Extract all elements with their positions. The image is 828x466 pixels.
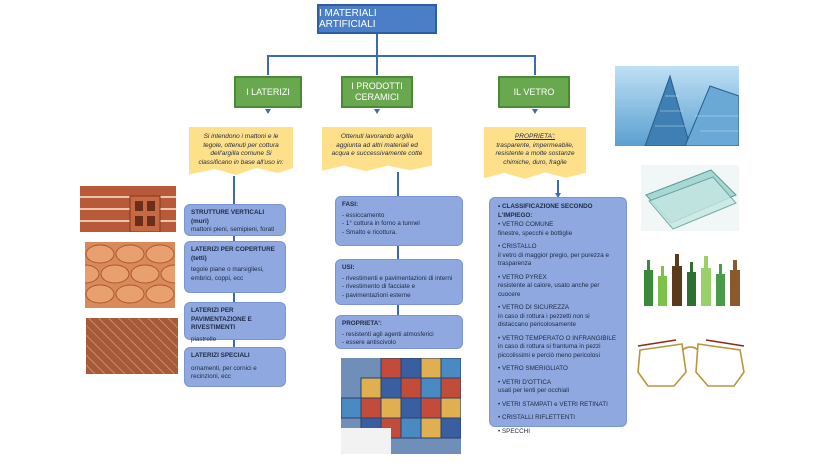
ceramici-connector	[376, 55, 378, 75]
vetro-classification-box: • CLASSIFICAZIONE SECONDO L'IMPIEGO: • V…	[489, 197, 627, 435]
ceramic-tiles-image	[341, 358, 461, 454]
brick-wall-image	[80, 186, 176, 232]
laterizi-box-body: mattoni pieni, semipieni, forati	[191, 226, 275, 233]
ceramici-box-line: - Smalto e ricottura.	[342, 228, 397, 236]
ceramici-box-title: PROPRIETA':	[342, 320, 382, 327]
vetro-item-title: • VETRO SMERIGLIATO	[498, 365, 568, 372]
ceramici-box-title: USI:	[342, 264, 355, 271]
note-vetro-title: PROPRIETA':	[514, 133, 556, 140]
category-connector-bar	[267, 55, 535, 57]
ceramici-box-line: - rivestimento di facciate e	[342, 283, 416, 290]
glass-bottles-image	[636, 248, 748, 306]
vetro-item-title: • VETRI STAMPATI e VETRI RETINATI	[498, 400, 608, 408]
laterizi-box-coperture: LATERIZI PER COPERTURE (tetti) tegole pi…	[184, 241, 286, 293]
note-ceramici-text: Ottenuti lavorando argilla aggiunta ad a…	[331, 133, 423, 157]
laterizi-connector	[267, 55, 269, 75]
laterizi-box-title: LATERIZI SPECIALI	[191, 352, 250, 359]
ceramici-box-line: - 1° cottura in forno a tunnel	[342, 220, 420, 227]
vetro-header: • CLASSIFICAZIONE SECONDO L'IMPIEGO:	[498, 203, 593, 219]
laterizi-box-title: LATERIZI PER PAVIMENTAZIONE E RIVESTIMEN…	[191, 307, 252, 331]
laterizi-box-body: piastrelle	[191, 335, 217, 343]
title-connector	[376, 34, 378, 56]
vetro-item-title: • VETRI D'OTTICA	[498, 378, 552, 386]
note-vetro-text: trasparente, impermeabile, resistente a …	[495, 141, 575, 166]
category-laterizi: I LATERIZI	[234, 76, 302, 108]
note-laterizi: Si intendono i mattoni e le tegole, otte…	[189, 127, 293, 175]
diagram-title: I MATERIALI ARTIFICIALI	[317, 4, 437, 34]
ceramici-box-line: - pavimentazioni esterne	[342, 291, 411, 299]
vetro-item: • SPECCHI	[498, 428, 618, 437]
laterizi-box-title: STRUTTURE VERTICALI (muri)	[191, 209, 265, 225]
laterizi-box-pavimentazione: LATERIZI PER PAVIMENTAZIONE E RIVESTIMEN…	[184, 302, 286, 343]
vetro-item-body: in caso di rottura i pezzetti non si dis…	[498, 312, 590, 329]
vetro-item-body: in caso di rottura si frantuma in pezzi …	[498, 343, 601, 359]
vetro-item-body: il vetro di maggior pregio, per purezza …	[498, 251, 609, 268]
ceramici-box-usi: USI: - rivestimenti e pavimentazioni di …	[335, 259, 463, 305]
arrow-laterizi	[265, 109, 271, 114]
roof-tiles-image	[85, 242, 175, 308]
vetro-item-title: • CRISTALLO	[498, 243, 537, 250]
vetro-item-body: finestre, specchi e bottiglie	[498, 229, 573, 237]
laterizi-box-strutture: STRUTTURE VERTICALI (muri) mattoni pieni…	[184, 204, 286, 236]
ceramici-box-line: - essere antiscivolo	[342, 339, 396, 346]
vetro-item-body: usati per lenti per occhiali	[498, 387, 570, 394]
brick-floor-image	[86, 318, 178, 374]
vetro-item: • VETRI STAMPATI e VETRI RETINATI	[498, 401, 618, 410]
laterizi-box-body: tegole piane o marsigliesi, embrici, cop…	[191, 266, 264, 282]
note-ceramici: Ottenuti lavorando argilla aggiunta ad a…	[322, 127, 432, 172]
vetro-item-title: • VETRO DI SICUREZZA	[498, 304, 570, 311]
vetro-item-title: • VETRO PYREX	[498, 273, 547, 281]
category-vetro: IL VETRO	[498, 76, 570, 108]
note-laterizi-text: Si intendono i mattoni e le tegole, otte…	[198, 133, 284, 166]
vetro-item-title: • SPECCHI	[498, 427, 530, 435]
vetro-item-title: • VETRO COMUNE	[498, 221, 554, 228]
ceramici-box-line: - resistenti agli agenti atmosferici	[342, 330, 434, 338]
vetro-connector	[534, 55, 536, 75]
vetro-item: • CRISTALLI RIFLETTENTI	[498, 414, 618, 423]
laterizi-box-title: LATERIZI PER COPERTURE (tetti)	[191, 246, 275, 262]
arrow-vetro	[532, 109, 538, 114]
ceramici-box-line: - essiccamento	[342, 211, 385, 219]
ceramici-box-title: FASI:	[342, 201, 359, 208]
ceramici-box-line: - rivestimenti e pavimentazioni di inter…	[342, 274, 453, 282]
ceramici-box-proprieta: PROPRIETA': - resistenti agli agenti atm…	[335, 315, 463, 349]
category-ceramici: I PRODOTTI CERAMICI	[341, 76, 413, 108]
note-vetro: PROPRIETA': trasparente, impermeabile, r…	[484, 127, 586, 179]
vetro-item-title: • CRISTALLI RIFLETTENTI	[498, 414, 575, 421]
laterizi-box-speciali: LATERIZI SPECIALI ornamenti, per cornici…	[184, 347, 286, 387]
eyeglasses-image	[636, 336, 748, 394]
vetro-item: • VETRO SMERIGLIATO	[498, 365, 618, 374]
arrow-ceramici	[374, 109, 380, 114]
glass-sheets-image	[641, 165, 739, 231]
arrow-vetro-list	[555, 193, 561, 198]
glass-building-image	[615, 66, 739, 146]
ceramici-list-connector	[397, 172, 399, 342]
vetro-list-connector	[557, 180, 559, 196]
vetro-item-title: • VETRO TEMPERATO O INFRANGIBILE	[498, 334, 617, 342]
laterizi-box-body: ornamenti, per cornici e recinzioni, ecc	[191, 364, 257, 381]
ceramici-box-fasi: FASI: - essiccamento - 1° cottura in for…	[335, 196, 463, 246]
vetro-item-body: resistente al calore, usato anche per cu…	[498, 282, 600, 298]
